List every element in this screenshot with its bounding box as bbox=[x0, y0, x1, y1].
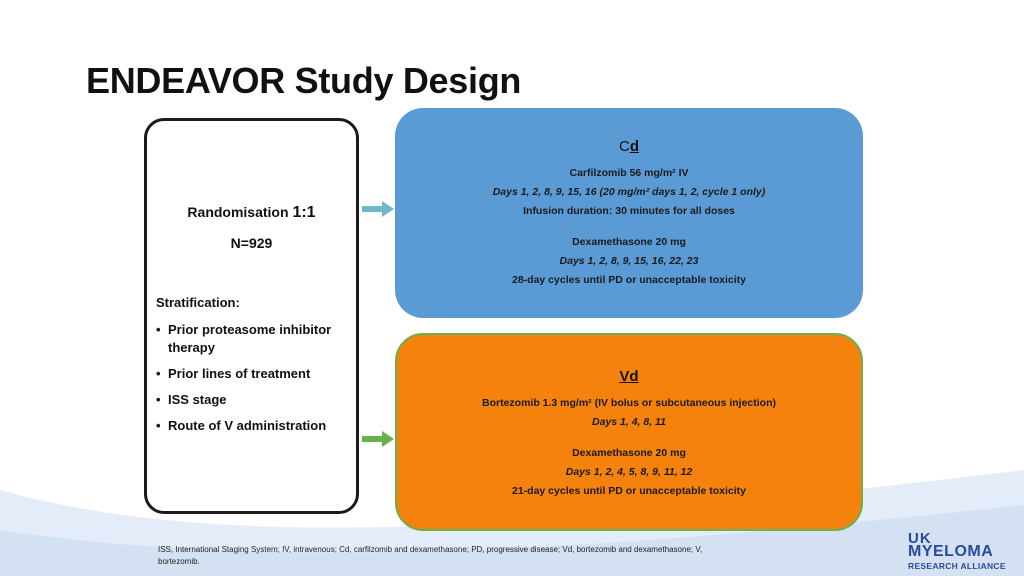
stratification-item-text: Prior proteasome inhibitor therapy bbox=[168, 322, 332, 355]
stratification-item: • ISS stage bbox=[156, 391, 351, 409]
stratification-item-text: ISS stage bbox=[168, 392, 227, 407]
uk-myeloma-logo: UK MYELOMA RESEARCH ALLIANCE bbox=[905, 530, 1021, 574]
arm-cd-drug: Carfilzomib 56 mg/m² IV bbox=[569, 167, 689, 179]
arm-vd-schedule: Days 1, 4, 8, 11 bbox=[592, 416, 666, 428]
arrow-to-cd-icon bbox=[362, 201, 394, 217]
bullet-icon: • bbox=[156, 392, 161, 407]
stratification-list: • Prior proteasome inhibitor therapy • Pri… bbox=[156, 321, 351, 443]
page-title: ENDEAVOR Study Design bbox=[86, 60, 522, 101]
arm-vd-dex-schedule: Days 1, 2, 4, 5, 8, 9, 11, 12 bbox=[565, 466, 693, 478]
stratification-item: • Route of V administration bbox=[156, 417, 351, 435]
logo-main-a: MY bbox=[908, 543, 933, 560]
bullet-icon: • bbox=[156, 366, 161, 381]
arrow-to-vd-icon bbox=[362, 431, 394, 447]
arm-cd-dex-schedule: Days 1, 2, 8, 9, 15, 16, 22, 23 bbox=[559, 255, 699, 267]
arm-cd-box: Cd Carfilzomib 56 mg/m² IV Days 1, 2, 8,… bbox=[395, 108, 863, 318]
randomisation-title: Randomisation 1:1 bbox=[147, 204, 356, 222]
arm-cd-schedule: Days 1, 2, 8, 9, 15, 16 (20 mg/m² days 1… bbox=[492, 186, 766, 198]
bullet-icon: • bbox=[156, 322, 161, 337]
arm-cd-title: Cd bbox=[395, 138, 863, 155]
arm-cd-infusion: Infusion duration: 30 minutes for all do… bbox=[523, 205, 735, 217]
logo-sub-text: RESEARCH ALLIANCE bbox=[908, 561, 1006, 571]
logo-main-text: MYELOMA bbox=[908, 543, 993, 561]
arm-cd-dex: Dexamethasone 20 mg bbox=[572, 236, 686, 248]
arm-cd-title-prefix: C bbox=[618, 138, 630, 155]
logo-main-b: ELOMA bbox=[933, 543, 994, 560]
bullet-icon: • bbox=[156, 418, 161, 433]
logo-uk-text: UK bbox=[908, 530, 932, 547]
stratification-item-text: Prior lines of treatment bbox=[168, 366, 311, 381]
randomisation-label: Randomisation bbox=[187, 204, 289, 220]
stratification-item: • Prior lines of treatment bbox=[156, 365, 351, 383]
stratification-label: Stratification: bbox=[156, 295, 240, 310]
arm-vd-cycle: 21-day cycles until PD or unacceptable t… bbox=[512, 485, 746, 497]
stratification-item: • Prior proteasome inhibitor therapy bbox=[156, 321, 351, 357]
footnote: ISS, International Staging System; IV, i… bbox=[158, 545, 703, 566]
arm-vd-title: Vd bbox=[619, 368, 639, 385]
arm-vd-drug: Bortezomib 1.3 mg/m² (IV bolus or subcut… bbox=[481, 397, 777, 409]
arm-vd-dex: Dexamethasone 20 mg bbox=[572, 447, 686, 459]
randomisation-ratio: 1:1 bbox=[292, 204, 316, 221]
stratification-item-text: Route of V administration bbox=[168, 418, 327, 433]
arm-cd-title-suffix: d bbox=[629, 138, 639, 155]
arm-cd-cycle: 28-day cycles until PD or unacceptable t… bbox=[512, 274, 746, 286]
arm-vd-box: Vd Bortezomib 1.3 mg/m² (IV bolus or sub… bbox=[395, 333, 863, 531]
randomisation-box: Randomisation 1:1 N=929 Stratification: … bbox=[144, 118, 359, 514]
sample-size: N=929 bbox=[230, 235, 273, 251]
